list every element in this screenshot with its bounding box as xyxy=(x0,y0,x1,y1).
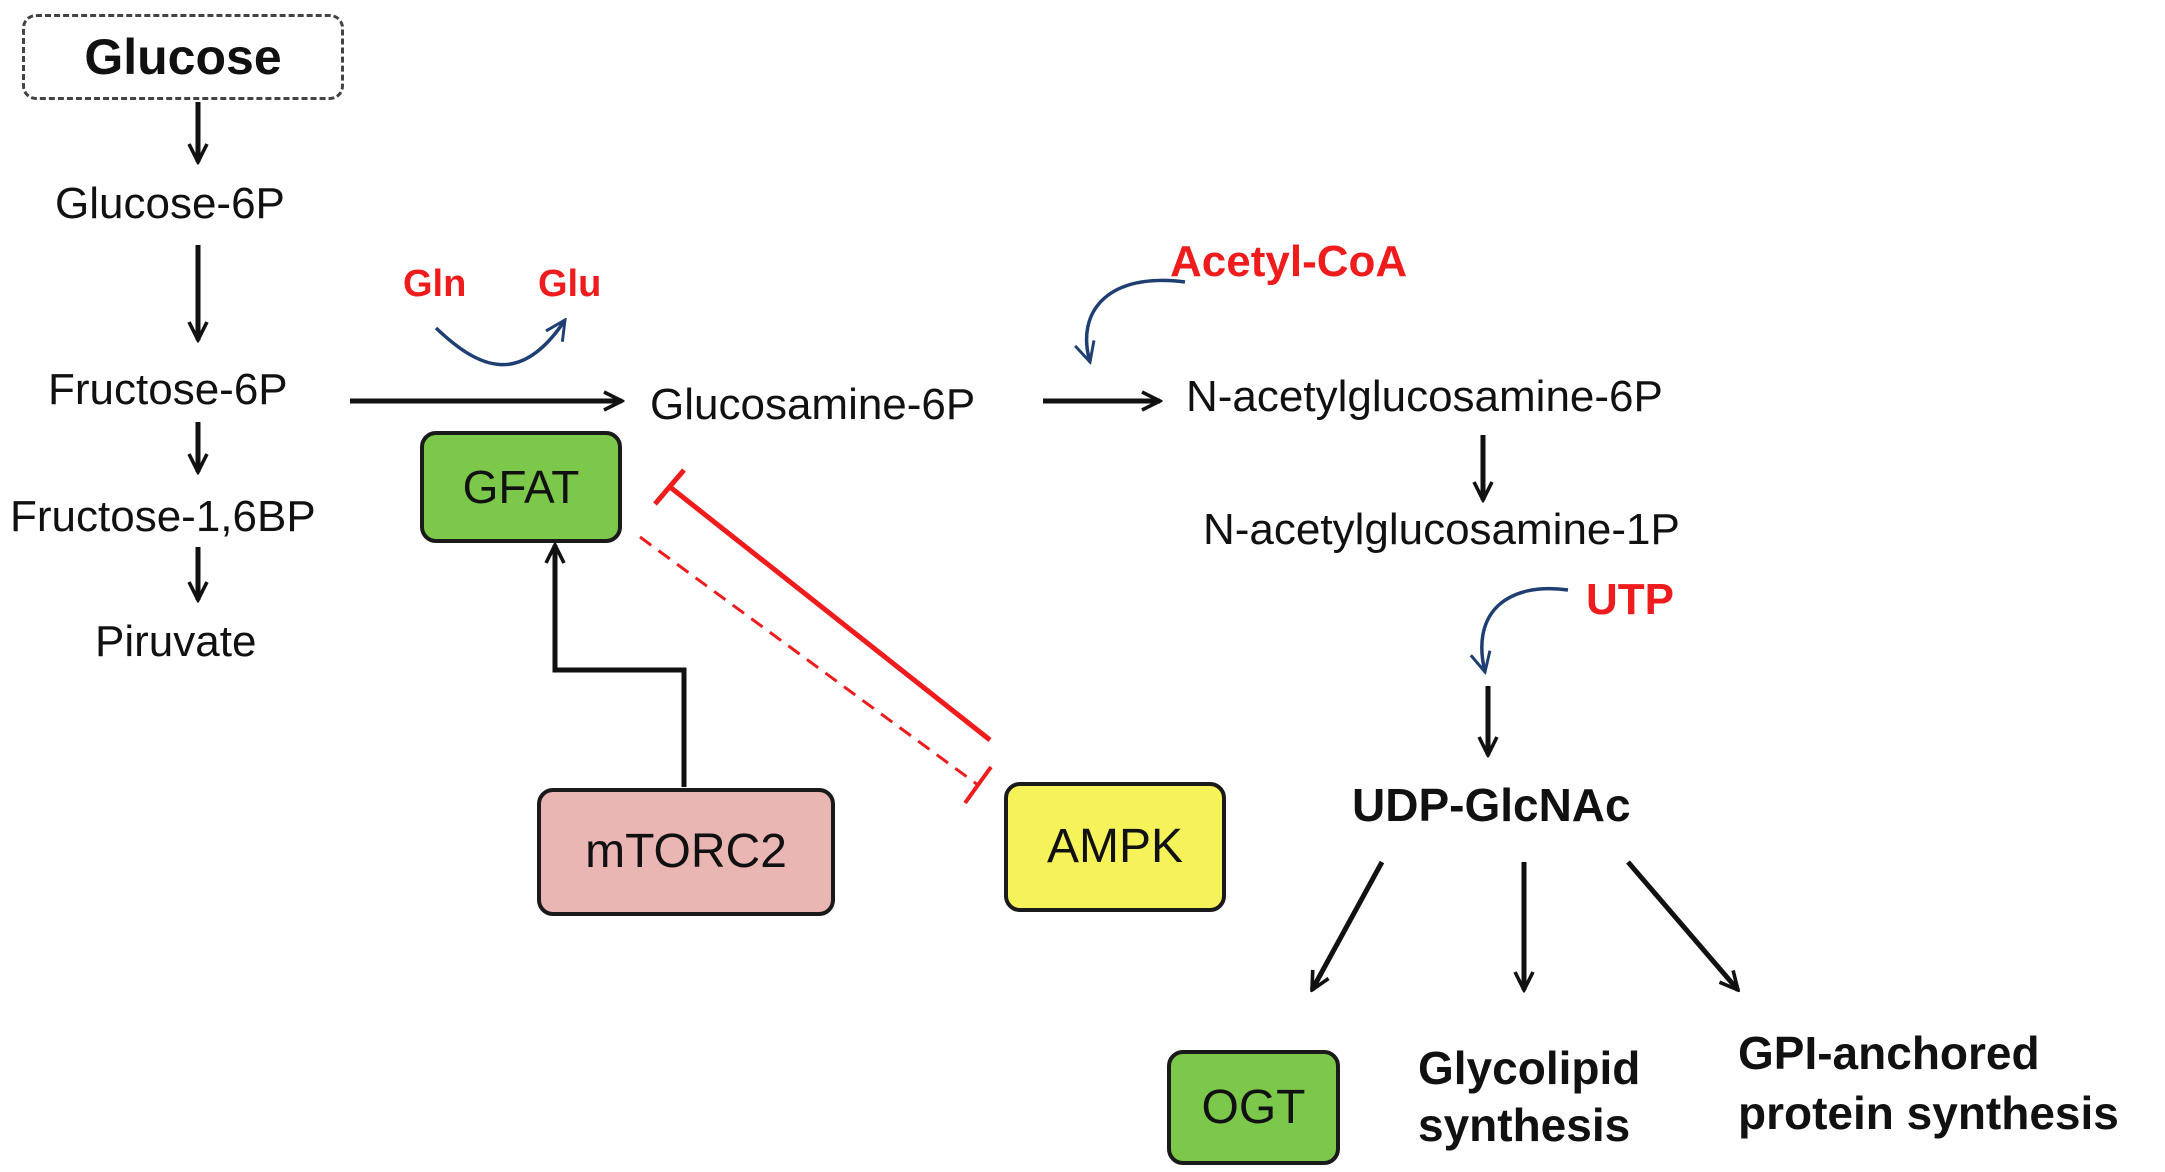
mtorc2-box: mTORC2 xyxy=(537,788,835,916)
utp-label: UTP xyxy=(1586,575,1674,624)
gfat-box: GFAT xyxy=(420,431,622,543)
acetyl-coa-curve xyxy=(1087,278,1186,362)
glucose-label: Glucose xyxy=(84,29,282,85)
ogt-box: OGT xyxy=(1167,1050,1340,1165)
piruvate-label: Piruvate xyxy=(95,617,257,666)
inhibition-ampk-gfat-solid xyxy=(668,485,992,742)
gpi-label-line2: protein synthesis xyxy=(1738,1087,2119,1139)
arrow-mtorc2-to-gfat xyxy=(555,545,687,787)
glucose-box: Glucose xyxy=(22,14,344,100)
glu-label: Glu xyxy=(538,263,602,305)
ampk-label: AMPK xyxy=(1046,820,1184,873)
gfat-label: GFAT xyxy=(462,461,580,513)
ogt-label: OGT xyxy=(1201,1080,1306,1134)
fructose-6p-label: Fructose-6P xyxy=(48,365,288,414)
inhibition-bar-dashed xyxy=(963,765,993,805)
glucosamine-6p-label: Glucosamine-6P xyxy=(650,380,976,429)
glucose-6p-label: Glucose-6P xyxy=(55,179,285,228)
inhibition-ampk-gfat-dashed xyxy=(639,535,979,787)
gpi-label-line1: GPI-anchored xyxy=(1738,1027,2040,1079)
mtorc2-label: mTORC2 xyxy=(585,825,787,878)
inhibition-bar-solid xyxy=(653,468,686,506)
gln-label: Gln xyxy=(403,263,467,305)
utp-curve xyxy=(1482,587,1569,672)
udp-glcnac-label: UDP-GlcNAc xyxy=(1352,779,1631,831)
glycolipid-label-line1: Glycolipid xyxy=(1418,1042,1641,1094)
fructose-16bp-label: Fructose-1,6BP xyxy=(10,492,316,541)
arrow-udp-glcnac-to-ogt xyxy=(1309,860,1385,990)
glcnac-6p-label: N-acetylglucosamine-6P xyxy=(1186,372,1663,421)
glycolipid-label-line2: synthesis xyxy=(1418,1099,1631,1151)
gln-glu-curve xyxy=(434,320,565,367)
arrow-udp-glcnac-to-gpi xyxy=(1626,860,1738,990)
ampk-box: AMPK xyxy=(1004,782,1226,912)
acetyl-coa-label: Acetyl-CoA xyxy=(1170,237,1408,286)
glcnac-1p-label: N-acetylglucosamine-1P xyxy=(1203,505,1680,554)
